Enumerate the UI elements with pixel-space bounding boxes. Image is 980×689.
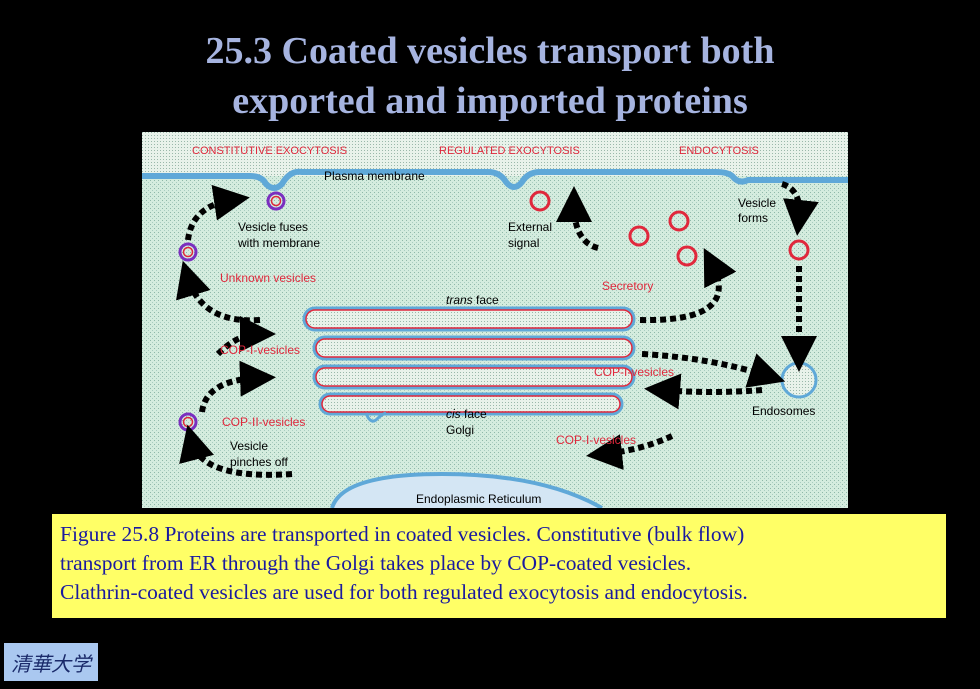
label-vesicle-fuses-2: with membrane [237, 236, 320, 250]
caption-line-3: Clathrin-coated vesicles are used for bo… [60, 580, 748, 604]
label-external-signal-1: External [508, 220, 552, 234]
label-vesicle-pinches-2: pinches off [230, 455, 288, 469]
caption-line-2: transport from ER through the Golgi take… [60, 551, 692, 575]
arrow-golgi-to-secretory [639, 248, 737, 324]
label-cop1-bottom: COP-I-vesicles [556, 433, 636, 447]
arrow-endocytosis-in [780, 181, 819, 236]
vesicle-secretory-3 [676, 245, 698, 267]
vesicle-endocytic [788, 239, 810, 261]
endosome [780, 361, 818, 399]
label-plasma-membrane: Plasma membrane [324, 169, 425, 183]
arrow-cop2-to-golgi [199, 360, 276, 413]
label-cop1-left: COP-I-vesicles [220, 343, 300, 357]
label-cis-face: cis face [446, 407, 487, 421]
label-endoplasmic-reticulum: Endoplasmic Reticulum [416, 492, 541, 506]
arrow-cop1-bottom [586, 433, 674, 471]
arrow-golgi-to-endosome [641, 351, 786, 388]
vesicle-fusing [266, 191, 286, 211]
label-cop1-right: COP-I-vesicles [594, 365, 674, 379]
vesicle-unknown [178, 242, 198, 262]
label-vesicle-forms-1: Vesicle [738, 196, 776, 210]
plasma-membrane [142, 168, 848, 191]
label-constitutive-exocytosis: CONSTITUTIVE EXOCYTOSIS [192, 145, 347, 157]
logo-calligraphy: 清華大学 [11, 652, 93, 676]
extracellular-space [142, 132, 848, 176]
label-vesicle-fuses-1: Vesicle fuses [238, 220, 308, 234]
label-endocytosis: ENDOCYTOSIS [679, 145, 759, 157]
label-regulated-exocytosis: REGULATED EXOCYTOSIS [439, 145, 580, 157]
diagram-labels: Plasma membrane Vesicle fuses with membr… [220, 169, 815, 506]
label-external-signal-2: signal [508, 236, 539, 250]
tsinghua-logo: 清華大学 [4, 643, 98, 681]
arrow-cop1-to-golgi [215, 316, 276, 357]
label-secretory: Secretory [602, 279, 653, 293]
arrow-er-to-cop2 [179, 424, 293, 478]
caption-line-1: Figure 25.8 Proteins are transported in … [60, 522, 745, 546]
vesicle-external-signal [529, 190, 551, 212]
label-vesicle-forms-2: forms [738, 211, 768, 225]
vesicle-secretory-1 [628, 225, 650, 247]
label-golgi: Golgi [446, 423, 474, 437]
label-vesicle-pinches-1: Vesicle [230, 439, 268, 453]
arrow-to-plasma-membrane [185, 184, 250, 241]
slide-title-line-1: 25.3 Coated vesicles transport both [205, 30, 775, 72]
endoplasmic-reticulum [330, 471, 603, 508]
golgi-stack [302, 306, 636, 423]
vesicle-transport-diagram: CONSTITUTIVE EXOCYTOSIS REGULATED EXOCYT… [142, 132, 848, 508]
label-endosomes: Endosomes [752, 404, 815, 418]
figure-caption: Figure 25.8 Proteins are transported in … [52, 514, 946, 618]
transport-arrows [176, 181, 819, 478]
arrow-endosome-to-golgi [644, 373, 763, 410]
vesicle-secretory-2 [668, 210, 690, 232]
label-unknown-vesicles: Unknown vesicles [220, 271, 316, 285]
red-vesicles [529, 190, 810, 267]
label-trans-face: trans face [446, 293, 499, 307]
slide-title-line-2: exported and imported proteins [232, 80, 748, 122]
label-cop2: COP-II-vesicles [222, 415, 305, 429]
arrow-signal [556, 186, 599, 251]
top-labels: CONSTITUTIVE EXOCYTOSIS REGULATED EXOCYT… [192, 145, 759, 157]
